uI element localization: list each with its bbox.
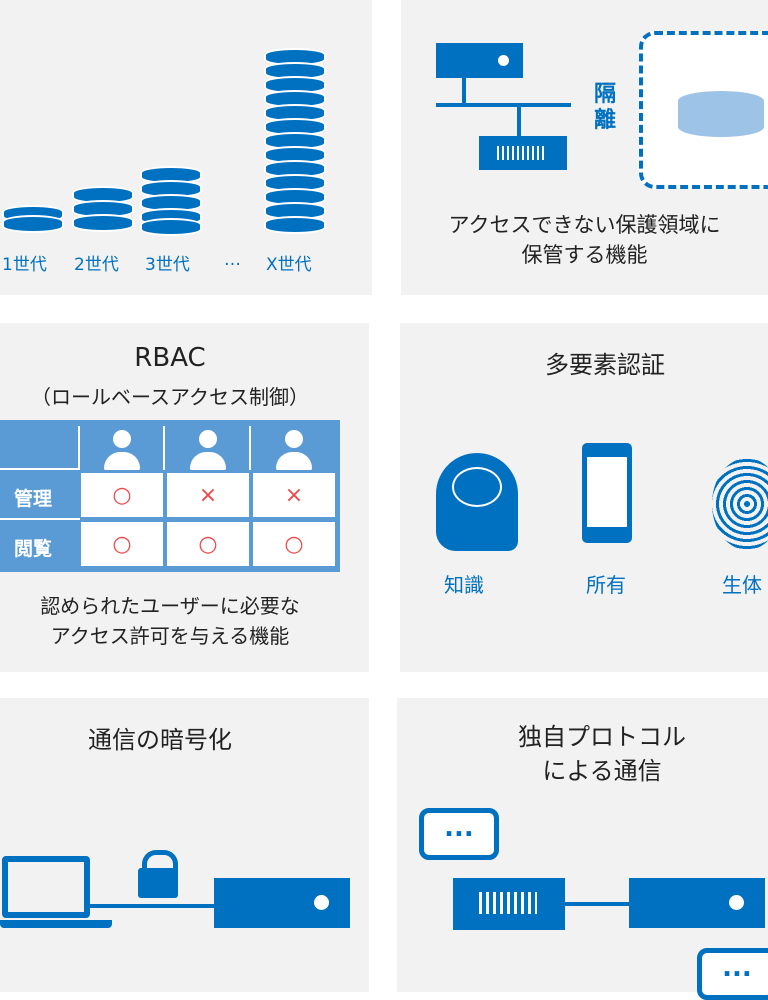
server-icon (629, 878, 765, 928)
factor-biometric: 生体 (722, 573, 762, 597)
perm-cell: × (167, 473, 249, 517)
rbac-table: 管理 閲覧 ○ × × ○ ○ ○ (0, 420, 340, 572)
chat-bubble-icon: ... (697, 948, 768, 1000)
perm-cell: ○ (81, 522, 163, 566)
gen-label-1: 1世代 (2, 255, 47, 275)
mfa-panel: 多要素認証 知識 所有 生体 (400, 323, 768, 672)
storage-icon (453, 878, 565, 930)
user-icon (104, 428, 140, 472)
encryption-title: 通信の暗号化 (88, 726, 232, 754)
rbac-subtitle: （ロールベースアクセス制御） (31, 385, 309, 409)
support-user-icon (190, 428, 226, 472)
lock-body (138, 868, 178, 898)
lock-icon (142, 850, 178, 875)
gen-label-x: X世代 (266, 255, 312, 275)
protected-area (639, 31, 768, 189)
network-line (436, 103, 571, 107)
server-icon (436, 43, 523, 78)
gen-label-3: 3世代 (145, 255, 190, 275)
network-line (462, 78, 466, 105)
chat-bubble-icon: ... (419, 808, 499, 860)
factor-knowledge: 知識 (444, 573, 484, 597)
encryption-panel: 通信の暗号化 (0, 698, 369, 992)
mfa-title: 多要素認証 (545, 351, 665, 379)
fingerprint-icon (712, 458, 768, 550)
laptop-icon (2, 856, 90, 918)
isolation-caption: アクセスできない保護領域に保管する機能 (448, 213, 721, 267)
rbac-title: RBAC (134, 343, 206, 373)
disk-stack-1 (2, 215, 64, 233)
disk (264, 216, 326, 234)
server-icon (214, 878, 350, 928)
perm-cell: × (253, 473, 335, 517)
smartphone-icon (582, 443, 632, 543)
laptop-base (0, 920, 112, 928)
perm-cell: ○ (81, 473, 163, 517)
gen-label-2: 2世代 (74, 255, 119, 275)
perm-cell: ○ (253, 522, 335, 566)
connection-line (565, 902, 631, 906)
storage-icon (479, 136, 567, 170)
database-icon (678, 91, 764, 137)
rbac-caption: 認められたユーザーに必要なアクセス許可を与える機能 (40, 594, 300, 648)
row-label-admin: 管理 (14, 488, 53, 510)
connection-line (90, 904, 218, 908)
brain-head-icon (436, 453, 518, 551)
protocol-title: 独自プロトコルによる通信 (518, 723, 686, 785)
isolation-tag: 隔離 (594, 82, 617, 133)
network-line (517, 105, 521, 137)
generations-panel: 1世代 2世代 3世代 … X世代 (0, 0, 372, 295)
perm-cell: ○ (167, 522, 249, 566)
protocol-panel: 独自プロトコルによる通信 ... ... (397, 698, 768, 1000)
isolation-panel: 隔離 アクセスできない保護領域に保管する機能 (401, 0, 768, 295)
row-label-view: 閲覧 (14, 538, 53, 560)
factor-possession: 所有 (586, 573, 626, 597)
gen-ellipsis: … (224, 250, 241, 270)
guest-user-icon (276, 428, 312, 472)
